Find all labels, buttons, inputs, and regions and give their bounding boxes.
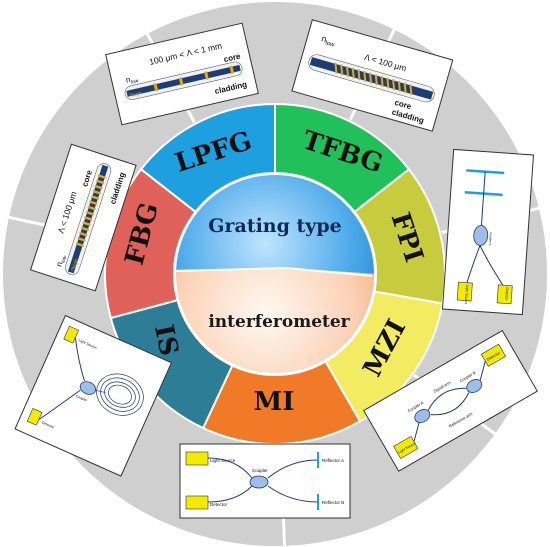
- grating-stripe: [77, 237, 86, 242]
- tilted-grating-stripe: [392, 79, 396, 91]
- segment-label-is: IS: [148, 322, 184, 359]
- mi-detector-label: Detector: [210, 502, 228, 507]
- is-coupler-label: Coupler: [75, 394, 89, 403]
- tilted-grating-stripe: [380, 75, 384, 87]
- grating-stripe: [82, 221, 91, 227]
- tfbg-n-low: nlow: [320, 33, 337, 49]
- fbg-n-high: nhigh: [70, 258, 81, 272]
- mzi-panel: Coupler A Coupler B Signal arm Reference…: [363, 329, 538, 472]
- fbg-panel: Λ < 100 μm nlow nhigh core cladding: [29, 143, 137, 292]
- grating-stripe: [89, 200, 98, 206]
- is-panel: Light Source Coupler Detector: [14, 314, 173, 477]
- tilted-grating-stripe: [409, 84, 413, 96]
- tilted-grating-stripe: [340, 64, 344, 76]
- mi-source-label: Light Source: [210, 458, 236, 463]
- fpi-coupler-label: Coupler A: [488, 232, 493, 245]
- lpfg-panel: 100 μm < Λ < 1 mm nlow nhigh core claddi…: [105, 22, 259, 126]
- tilted-grating-stripe: [369, 72, 373, 84]
- center-top-label: Grating type: [208, 215, 341, 237]
- lpfg-n-low: nlow: [125, 73, 140, 86]
- tilted-grating-stripe: [374, 74, 378, 86]
- fbg-n-low: nlow: [54, 253, 68, 268]
- fpi-source-label: Light Source: [464, 285, 469, 305]
- center-bottom-label: interferometer: [208, 312, 350, 332]
- mi-panel: Light Source Detector Coupler Reflector …: [179, 443, 351, 519]
- tilted-grating-stripe: [397, 80, 401, 92]
- grating-stripe: [96, 179, 105, 185]
- is-detector-label: Detector: [41, 420, 55, 429]
- tilted-grating-stripe: [345, 66, 350, 77]
- fpi-detector-label: Detector: [504, 287, 509, 301]
- grating-stripe: [85, 210, 95, 216]
- grating-stripe: [75, 242, 84, 247]
- lpfg-n-high: nhigh: [129, 90, 143, 100]
- mi-reflector-a-label: Reflector A: [322, 458, 344, 463]
- grating-stripe: [87, 205, 96, 211]
- grating-stripe: [97, 174, 107, 179]
- lpfg-core-label: core: [223, 51, 242, 64]
- grating-stripe: [84, 216, 93, 221]
- mi-coupler-label: Coupler: [252, 468, 268, 473]
- tilted-grating-stripe: [363, 70, 367, 82]
- tilted-grating-stripe: [386, 77, 390, 89]
- grating-stripe: [80, 226, 90, 232]
- tilted-grating-stripe: [357, 69, 361, 81]
- fpi-panel: Coupler A Light Source Detector: [441, 148, 535, 316]
- tilted-grating-stripe: [334, 62, 338, 74]
- grating-stripe: [90, 195, 100, 200]
- mi-reflector-b-label: Reflector B: [322, 500, 344, 505]
- center-circle: Grating type interferometer: [174, 173, 376, 375]
- segment-label-mi: MI: [254, 387, 295, 417]
- tfbg-panel: nlow Λ < 100 μm core cladding: [291, 19, 454, 132]
- is-source-label: Light Source: [78, 338, 98, 350]
- tilted-grating-stripe: [351, 67, 355, 79]
- grating-stripe: [79, 231, 88, 237]
- grating-stripe: [92, 189, 101, 195]
- grating-stripe: [94, 184, 103, 190]
- tilted-grating-stripe: [403, 82, 407, 94]
